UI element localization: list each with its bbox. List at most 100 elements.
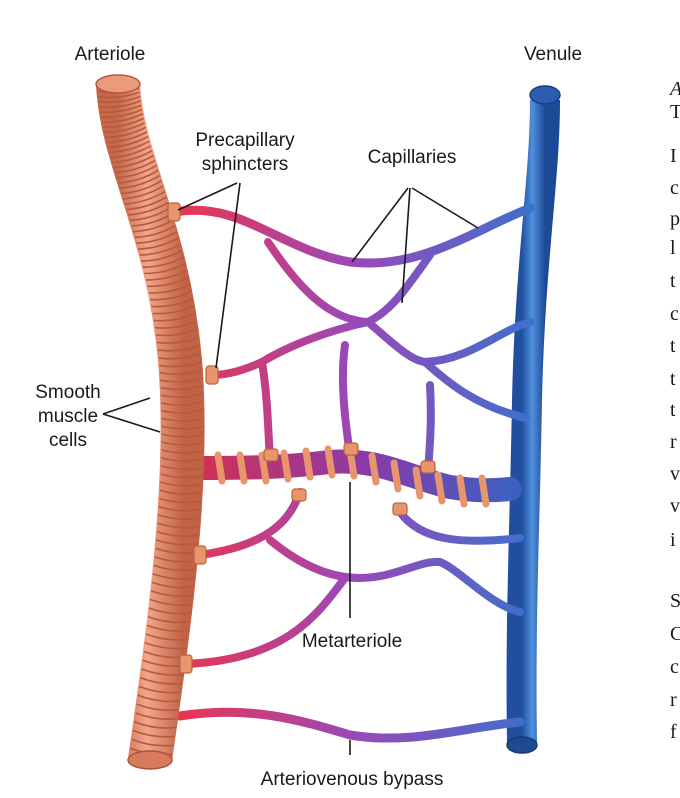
muscle-ring bbox=[135, 712, 178, 720]
muscle-ring bbox=[141, 668, 184, 676]
sphincter bbox=[420, 460, 436, 474]
cropped-text-char: t bbox=[670, 270, 676, 292]
muscle-ring bbox=[156, 530, 200, 537]
cropped-text-char: t bbox=[670, 399, 676, 421]
muscle-ring bbox=[161, 425, 204, 430]
muscle-ring bbox=[106, 131, 148, 144]
muscle-ring bbox=[154, 320, 197, 329]
muscle-ring bbox=[141, 249, 183, 262]
muscle-ring bbox=[161, 417, 204, 422]
label-pointers bbox=[102, 182, 479, 755]
cropped-text-char: C bbox=[670, 623, 680, 645]
muscle-ring bbox=[146, 624, 189, 632]
muscle-ring bbox=[138, 237, 179, 250]
muscle-ring bbox=[144, 263, 186, 275]
muscle-ring bbox=[159, 361, 202, 368]
muscle-ring bbox=[149, 598, 193, 606]
muscle-ring bbox=[161, 409, 204, 414]
smooth-muscle-label-line1: Smooth bbox=[35, 382, 100, 403]
muscle-ring bbox=[160, 481, 203, 487]
muscle-ring bbox=[161, 433, 204, 438]
capillary-network bbox=[170, 203, 535, 743]
muscle-ring bbox=[152, 573, 195, 580]
muscle-ring bbox=[150, 290, 192, 301]
muscle-ring bbox=[97, 91, 140, 99]
sphincter bbox=[392, 502, 408, 516]
muscle-ring bbox=[160, 393, 204, 398]
muscle-ring bbox=[144, 642, 187, 650]
cropped-text-char: T bbox=[670, 101, 680, 123]
muscle-ring bbox=[161, 401, 204, 406]
cropped-text-char: i bbox=[670, 529, 676, 551]
muscle-ring bbox=[153, 313, 196, 322]
muscle-ring bbox=[150, 590, 194, 598]
muscle-ring bbox=[121, 180, 162, 195]
muscle-ring bbox=[147, 276, 189, 288]
sphincter bbox=[263, 448, 279, 462]
muscle-ring bbox=[160, 465, 204, 471]
muscle-ring bbox=[137, 694, 180, 703]
muscle-ring bbox=[151, 581, 194, 589]
muscle-ring bbox=[103, 122, 146, 134]
cropped-text-char: S bbox=[670, 590, 680, 612]
precapillary-label-line2: sphincters bbox=[202, 154, 289, 175]
cropped-text-char: v bbox=[670, 495, 680, 517]
muscle-ring bbox=[99, 104, 142, 114]
smooth-muscle-label-line3: cells bbox=[49, 430, 87, 451]
muscle-ring bbox=[122, 185, 164, 200]
muscle-ring bbox=[133, 720, 176, 729]
arteriole-label: Arteriole bbox=[75, 44, 146, 65]
muscle-ring bbox=[157, 522, 200, 529]
muscle-ring bbox=[161, 441, 204, 446]
muscle-ring bbox=[157, 344, 200, 352]
cropped-text-char: r bbox=[670, 431, 677, 453]
sphincter bbox=[167, 202, 181, 222]
sphincter bbox=[291, 488, 307, 502]
muscle-ring bbox=[132, 729, 175, 738]
muscle-ring bbox=[136, 703, 179, 712]
cropped-text-char: A bbox=[668, 78, 680, 100]
cropped-text-char: I bbox=[670, 145, 677, 167]
sphincter bbox=[205, 365, 219, 385]
cropped-text-char: t bbox=[670, 335, 676, 357]
sphincter bbox=[343, 442, 359, 456]
muscle-ring bbox=[160, 457, 204, 462]
venule bbox=[506, 85, 561, 754]
cropped-text-char: l bbox=[670, 237, 676, 259]
arteriole bbox=[95, 74, 205, 770]
muscle-ring bbox=[152, 305, 195, 315]
muscle-ring bbox=[110, 145, 152, 159]
muscle-ring bbox=[159, 369, 203, 375]
cropped-text-char: c bbox=[670, 656, 679, 678]
cropped-text-char: r bbox=[670, 689, 677, 711]
muscle-ring bbox=[118, 169, 159, 184]
precapillary-sphincters bbox=[167, 202, 436, 674]
muscle-ring bbox=[101, 113, 144, 124]
muscle-ring bbox=[139, 243, 181, 256]
venule-label: Venule bbox=[524, 44, 582, 65]
muscle-ring bbox=[151, 298, 194, 308]
muscle-ring bbox=[119, 174, 161, 189]
muscle-ring bbox=[161, 449, 204, 454]
muscle-ring bbox=[116, 164, 158, 179]
muscle-ring bbox=[114, 159, 156, 174]
cropped-text-column: ATIcpltctttrvviSCcrf bbox=[668, 78, 680, 743]
muscle-ring bbox=[145, 269, 188, 281]
muscle-ring bbox=[98, 95, 141, 104]
metarteriole-label: Metarteriole bbox=[302, 631, 402, 652]
muscle-ring bbox=[108, 140, 150, 154]
muscle-ring bbox=[158, 514, 201, 521]
muscle-ring bbox=[153, 564, 196, 572]
muscle-ring bbox=[145, 633, 188, 641]
av-bypass-label: Arteriovenous bypass bbox=[261, 769, 444, 790]
metarteriole bbox=[173, 445, 522, 508]
muscle-ring bbox=[134, 225, 176, 239]
muscle-ring bbox=[160, 473, 203, 479]
muscle-ring bbox=[158, 353, 201, 360]
sphincter bbox=[193, 545, 207, 565]
muscle-ring bbox=[155, 328, 198, 337]
muscle-ring bbox=[99, 100, 141, 109]
muscle-ring bbox=[128, 201, 169, 216]
muscle-ring bbox=[102, 117, 145, 129]
